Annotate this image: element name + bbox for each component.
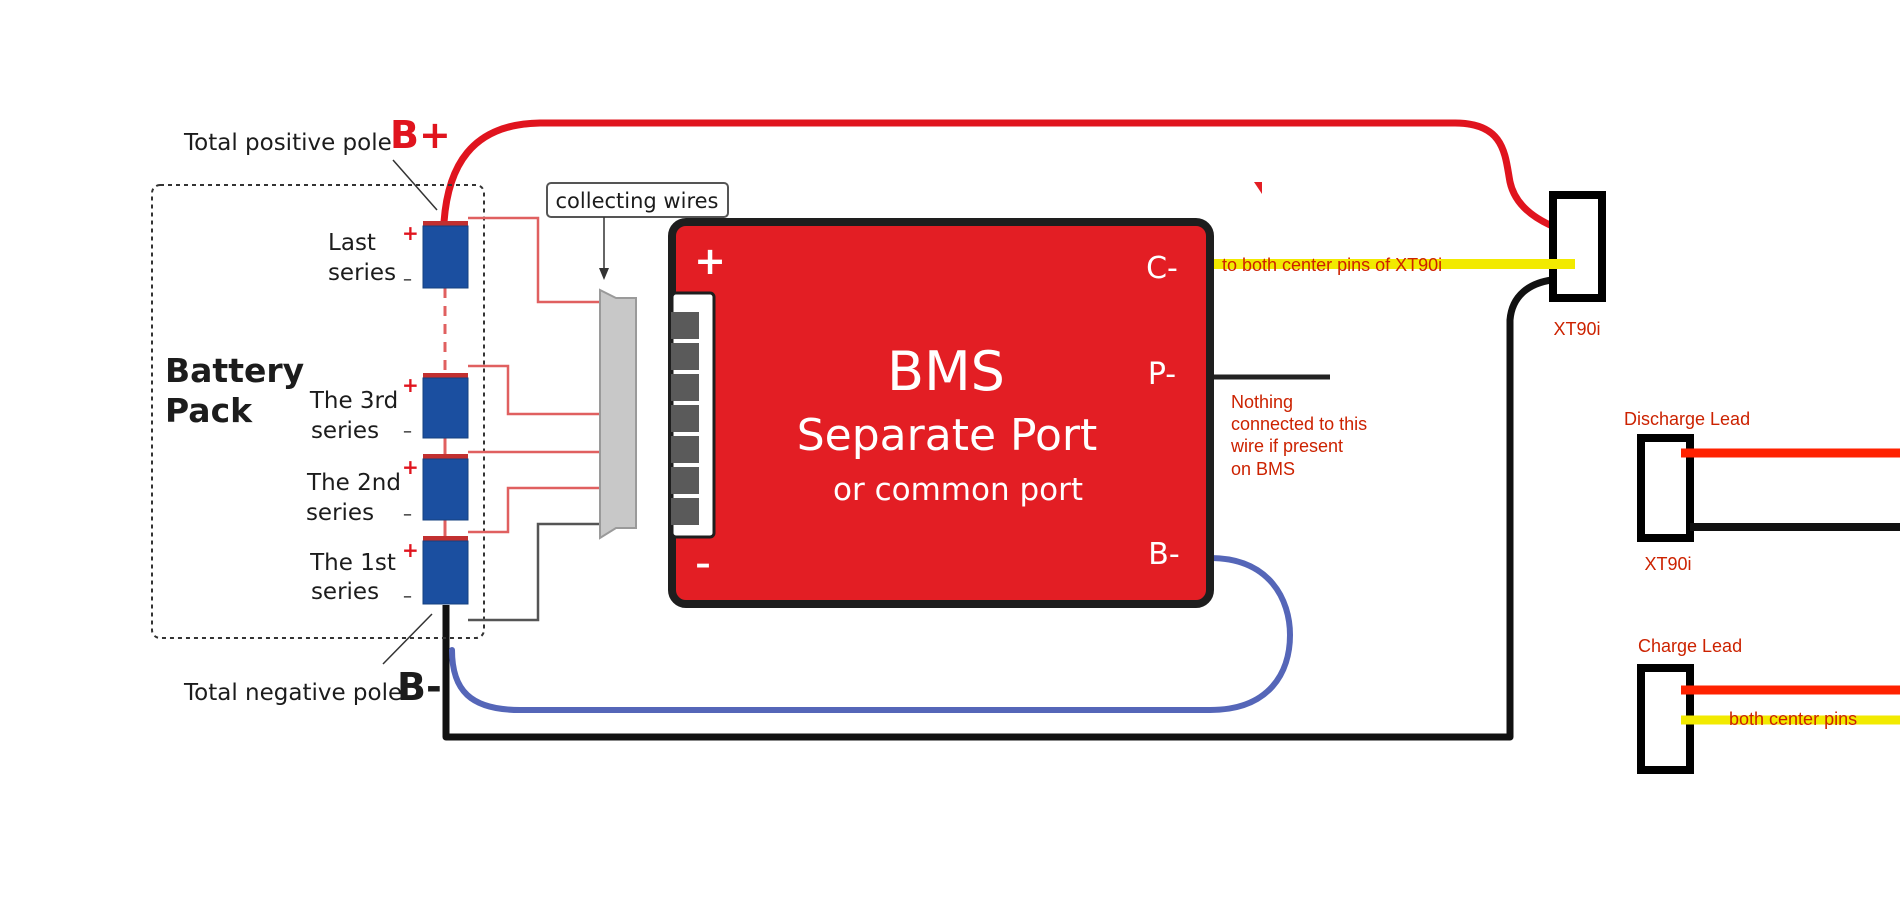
- cell-label-last-1: Last: [328, 230, 376, 256]
- cell-label-2nd-2: series: [306, 500, 374, 526]
- positive-main-wire: [440, 119, 1554, 229]
- cell-3rd: [422, 373, 469, 439]
- bms-title: BMS: [887, 340, 1005, 403]
- bms-plus-terminal: +: [694, 239, 726, 283]
- cell-plus-sign: +: [402, 221, 419, 245]
- cell-plus-sign: +: [402, 373, 419, 397]
- cell-minus-sign: –: [403, 586, 412, 607]
- bms-minus-terminal: –: [696, 547, 711, 582]
- xt90i-main-connector: [1549, 191, 1606, 302]
- negative-pole-pointer: [382, 613, 433, 665]
- bms-alt-line: or common port: [833, 472, 1083, 508]
- battery-pack-title-line2: Pack: [165, 391, 253, 430]
- cell-label-1st-1: The 1st: [309, 550, 396, 576]
- cell-minus-sign: –: [403, 421, 412, 442]
- cell-last: [422, 221, 469, 289]
- discharge-xt90i-label: XT90i: [1644, 554, 1691, 574]
- discharge-lead-title: Discharge Lead: [1624, 409, 1750, 429]
- p-minus-note-line4: on BMS: [1231, 459, 1295, 479]
- collecting-wires-plug: [599, 288, 637, 540]
- cell-1st: [422, 536, 469, 605]
- collecting-wires: [468, 216, 600, 622]
- charge-lead-title: Charge Lead: [1638, 636, 1742, 656]
- positive-pole-pointer: [392, 159, 438, 211]
- port-p-minus-label: P-: [1148, 357, 1176, 392]
- charge-lead-connector: [1637, 664, 1900, 774]
- cell-plus-sign: +: [402, 538, 419, 562]
- battery-pack-title: Battery: [165, 351, 304, 390]
- collecting-wires-callout: [546, 182, 729, 218]
- c-minus-note: to both center pins of XT90i: [1222, 255, 1442, 275]
- negative-main-wire: [442, 276, 1553, 741]
- cell-label-3rd-2: series: [311, 418, 379, 444]
- b-plus-symbol: B+: [390, 113, 451, 157]
- charge-note: both center pins: [1729, 709, 1857, 729]
- b-minus-symbol: B-: [397, 665, 442, 709]
- callout-arrowhead: [599, 268, 609, 280]
- collecting-wires-label: collecting wires: [556, 189, 719, 213]
- cell-label-last-2: series: [328, 260, 396, 286]
- xt90i-main-label: XT90i: [1553, 319, 1600, 339]
- red-tick-mark: [1254, 182, 1262, 194]
- total-positive-pole-label: Total positive pole: [183, 130, 392, 156]
- bms-sense-socket: [670, 291, 716, 539]
- cell-label-3rd-1: The 3rd: [309, 388, 398, 414]
- battery-pack-outline: [151, 184, 485, 639]
- bms-subtitle: Separate Port: [797, 410, 1097, 461]
- cell-minus-sign: –: [403, 504, 412, 525]
- discharge-lead-connector: [1637, 434, 1900, 542]
- cell-label-1st-2: series: [311, 579, 379, 605]
- p-minus-note-line1: Nothing: [1231, 392, 1293, 412]
- total-negative-pole-label: Total negative pole: [183, 680, 402, 706]
- cell-label-2nd-1: The 2nd: [306, 470, 401, 496]
- cell-plus-sign: +: [402, 455, 419, 479]
- cell-minus-sign: –: [403, 269, 412, 290]
- p-minus-note-line3: wire if present: [1230, 436, 1343, 456]
- b-minus-wire: [449, 555, 1294, 713]
- p-minus-note-line2: connected to this: [1231, 414, 1367, 434]
- port-b-minus-label: B-: [1148, 537, 1179, 572]
- port-c-minus-label: C-: [1146, 251, 1178, 286]
- cell-2nd: [422, 454, 469, 521]
